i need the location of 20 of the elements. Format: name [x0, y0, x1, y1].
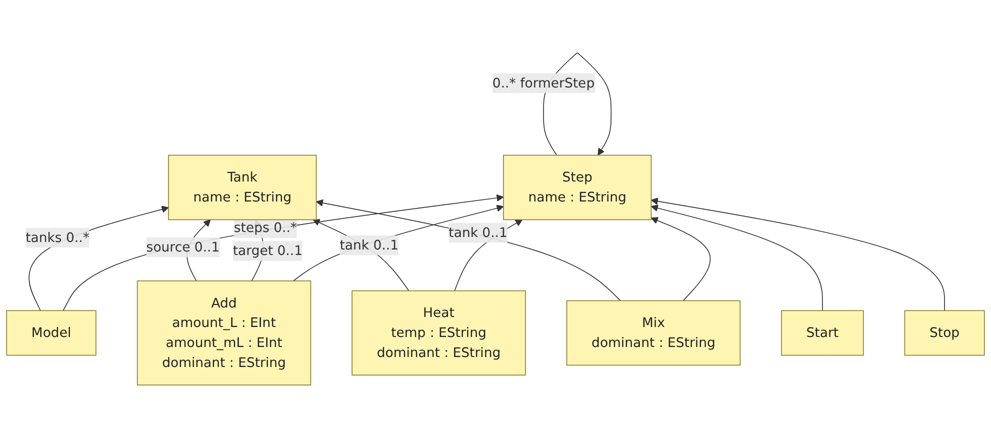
arrow: [650, 204, 823, 311]
arrow: [312, 218, 410, 291]
node-box: Heat temp : EString dominant : EString: [352, 290, 526, 376]
node-box: Model: [6, 310, 96, 356]
edge-label: tank 0..1: [448, 224, 508, 240]
arrow: [650, 216, 711, 301]
node-box: Start: [781, 310, 864, 356]
node-box: Step name : EString: [503, 154, 652, 220]
arrow: [650, 197, 945, 311]
edge-label: tank 0..1: [340, 236, 399, 252]
arrow: [316, 199, 621, 301]
edge-label: 0..* formerStep: [492, 74, 595, 90]
edge-label: target 0..1: [232, 242, 302, 258]
node-box: Tank name : EString: [168, 154, 317, 220]
edge-label: tanks 0..*: [26, 229, 90, 245]
node-box: Stop: [904, 310, 985, 356]
edge-label: source 0..1: [146, 238, 220, 254]
node-box: Mix dominant : EString: [566, 300, 741, 366]
edge-label: steps 0..*: [234, 220, 298, 236]
node-box: Add amount_L : EInt amount_mL : EInt dominant : EString: [136, 280, 312, 386]
